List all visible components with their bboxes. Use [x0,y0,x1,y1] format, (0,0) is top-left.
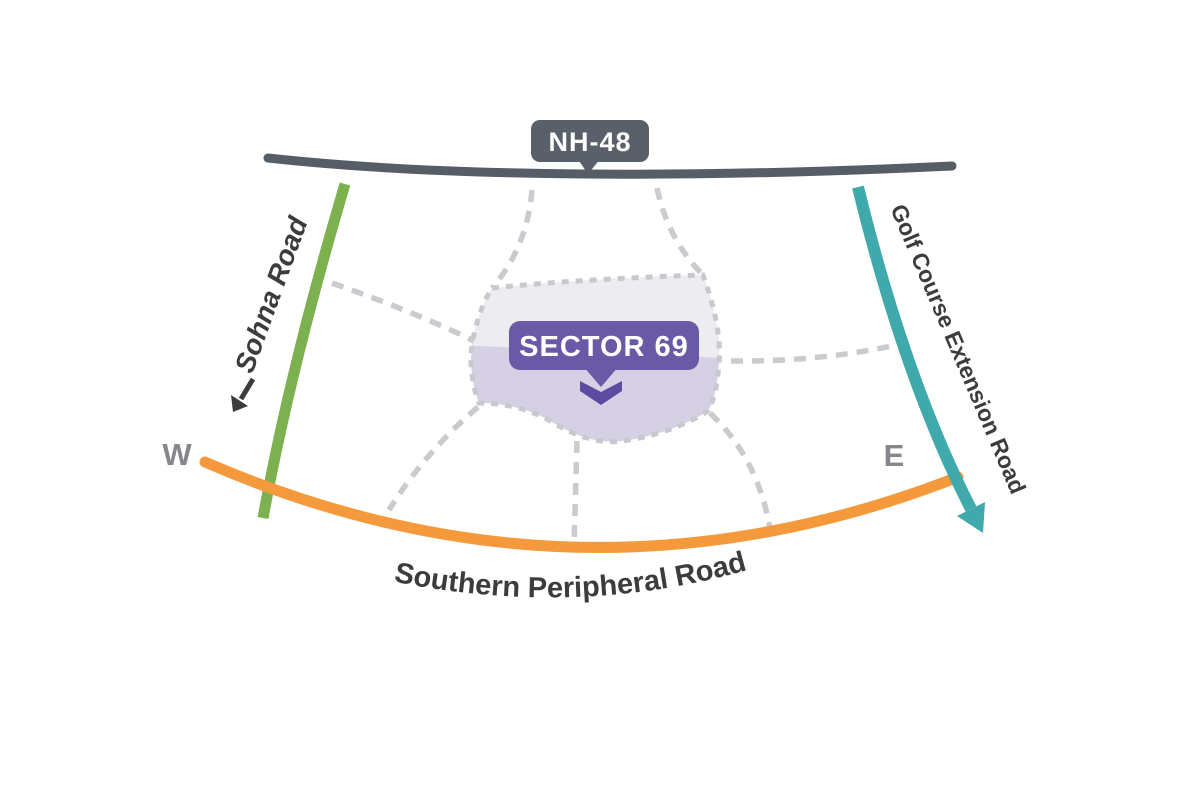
nh48-badge-box [531,120,649,162]
minor-road-south-right [708,410,774,536]
sector-badge-label: SECTOR 69 [519,331,689,363]
southern-peripheral-road-label: Southern Peripheral Road [392,546,749,605]
minor-road-south-left [386,404,480,512]
west-marker: W [162,437,192,472]
minor-road-north-right [654,187,705,277]
golf-road-line [852,185,977,512]
golf-course-extension-road [852,185,985,533]
golf-road-arrowhead-icon [957,502,985,533]
minor-roads [331,187,902,547]
minor-road-east [730,341,902,364]
sector-badge-box [509,321,699,370]
sector-down-arrow-icon [580,381,622,405]
minor-road-south-middle [571,440,580,547]
nh48-badge: NH-48 [531,120,649,174]
sohna-road [257,182,351,519]
sector-69-badge: SECTOR 69 [509,321,699,405]
sohna-direction-arrow-icon [231,377,256,412]
nh48-road [263,153,957,179]
minor-road-north-left [489,189,535,290]
southern-peripheral-road [199,456,964,553]
sohna-road-label-group: Sohna Road [229,212,314,412]
east-marker: E [884,438,905,473]
sector-badge-pointer-icon [583,366,619,387]
nh48-badge-label: NH-48 [548,127,631,157]
minor-road-west [331,280,476,344]
